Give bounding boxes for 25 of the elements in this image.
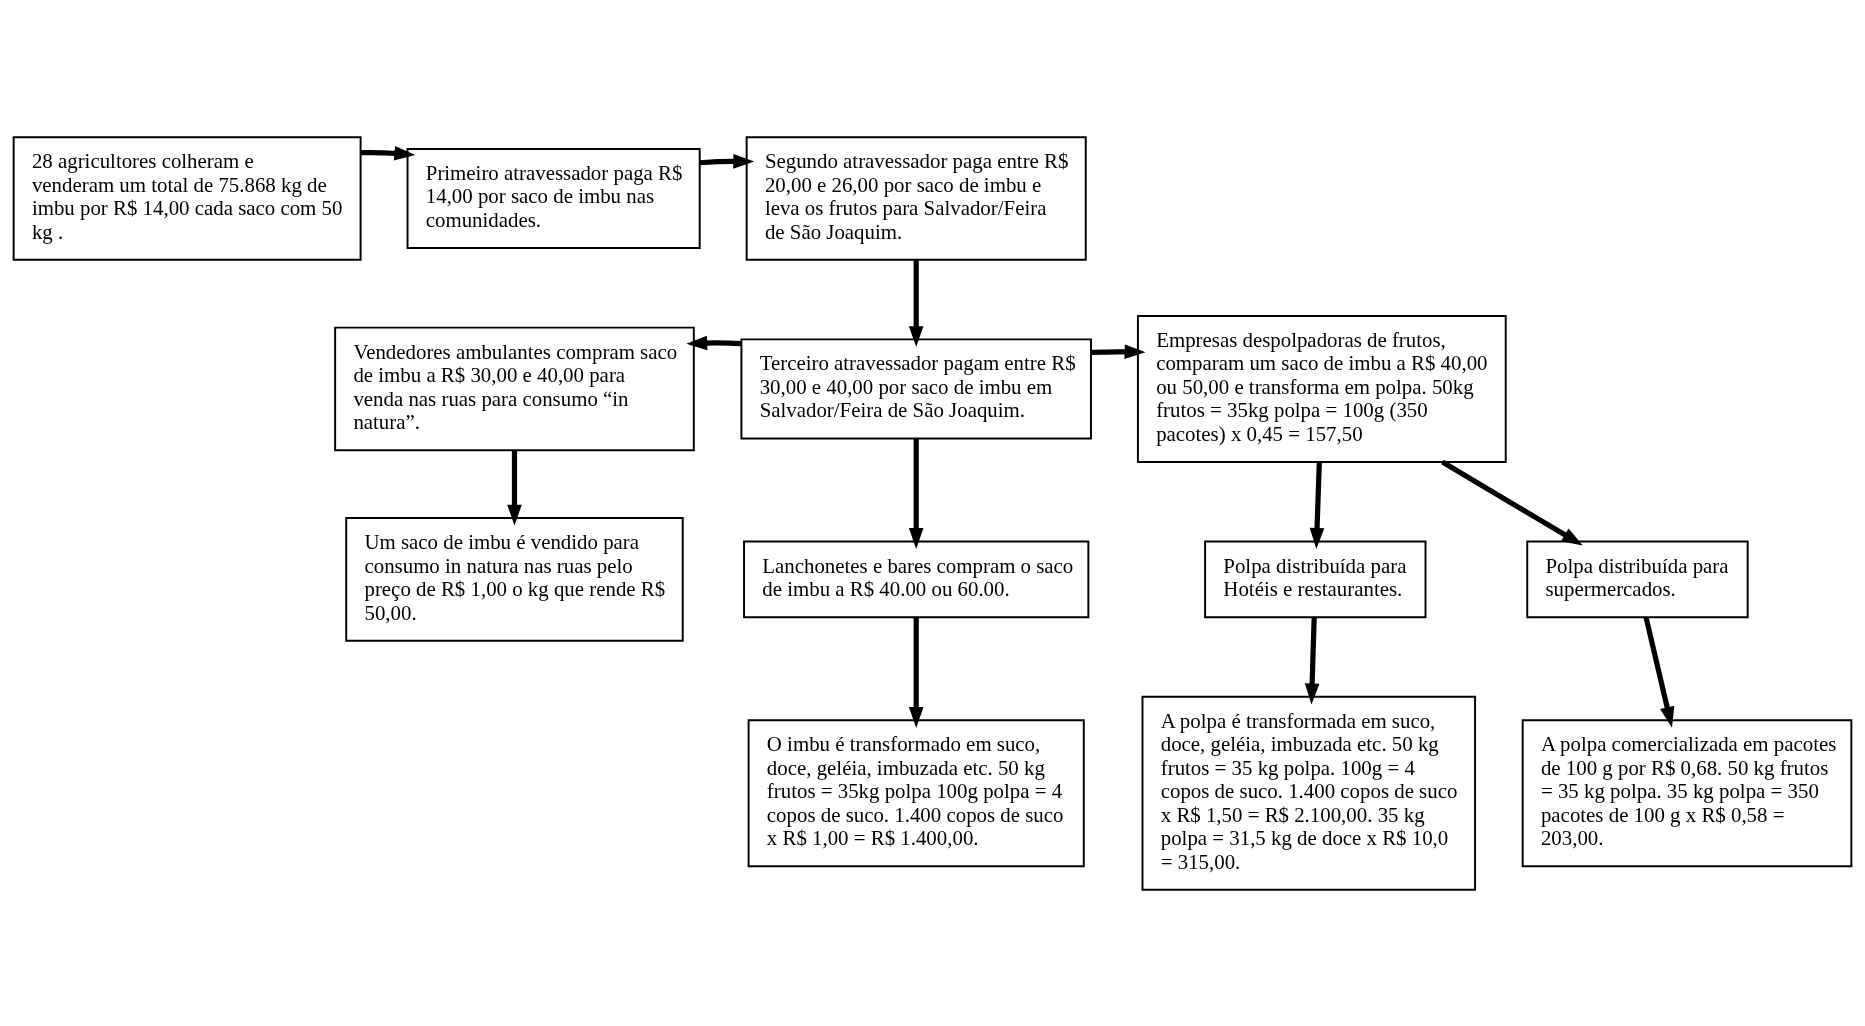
node-box: Um saco de imbu é vendido para consumo in natura nas ruas pelo preço de R$ 1,00 o kg que rende R$ 50,00. <box>345 516 684 642</box>
node-box: Empresas despolpadoras de frutos, comparam um saco de imbu a R$ 40,00 ou 50,00 e transforma em polpa. 50kg frutos = 35kg polpa = 100g (350 pacotes) x 0,45 = 157,50 <box>1136 314 1507 463</box>
arrow <box>1441 459 1583 546</box>
arrow <box>507 450 522 526</box>
arrow <box>908 438 924 549</box>
node-box: Segundo atravessador paga entre R$ 20,00 e 26,00 por saco de imbu e leva os frutos para Salvador/Feira de São Joaquim. <box>745 135 1087 261</box>
node-box: Primeiro atravessador paga R$ 14,00 por saco de imbu nas comunidades. <box>406 147 701 249</box>
arrow <box>1643 616 1675 728</box>
arrow <box>1091 343 1146 359</box>
arrow <box>1309 461 1325 549</box>
arrow <box>699 153 755 169</box>
node-box: A polpa comercializada em pacotes de 100 g por R$ 0,68. 50 kg frutos = 35 kg polpa. 35 kg polpa = 350 pacotes de 100 g x R$ 0,58 = 203,00. <box>1521 718 1853 867</box>
arrow <box>686 335 742 350</box>
node-box: A polpa é transformada em suco, doce, geléia, imbuzada etc. 50 kg frutos = 35 kg polpa. 100g = 4 copos de suco. 1.400 copos de suco x R$ 1,50 = R$ 2.100,00. 35 kg polpa = 31,5 kg de doce x R$ 10,0 = 315,00. <box>1141 695 1477 891</box>
arrow <box>1304 616 1320 704</box>
node-box: Vendedores ambulantes compram saco de imbu a R$ 30,00 e 40,00 para venda nas ruas para consumo “in natura”. <box>334 326 695 451</box>
node-box: Lanchonetes e bares compram o saco de imbu a R$ 40.00 ou 60.00. <box>743 540 1090 618</box>
node-box: Polpa distribuída para supermercados. <box>1526 540 1749 618</box>
node-box: 28 agricultores colheram e venderam um total de 75.868 kg de imbu por R$ 14,00 cada saco com 50 kg . <box>12 135 362 261</box>
arrow <box>908 259 924 347</box>
arrow <box>360 145 416 161</box>
node-box: Polpa distribuída para Hotéis e restaurantes. <box>1204 540 1427 618</box>
arrow <box>908 617 924 728</box>
node-box: O imbu é transformado em suco, doce, geléia, imbuzada etc. 50 kg frutos = 35kg polpa 100g polpa = 4 copos de suco. 1.400 copos de suco x R$ 1,00 = R$ 1.400,00. <box>747 718 1085 867</box>
node-box: Terceiro atravessador pagam entre R$ 30,00 e 40,00 por saco de imbu em Salvador/Feira de São Joaquim. <box>740 337 1092 439</box>
